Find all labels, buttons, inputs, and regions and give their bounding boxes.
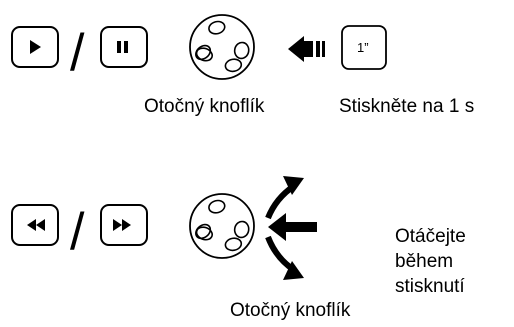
- fast-forward-icon: [113, 219, 131, 231]
- rotate-line-1: Otáčejte: [395, 226, 466, 247]
- rotate-arrows-icon: [265, 176, 304, 280]
- separator-slash: /: [70, 24, 85, 82]
- fast-forward-button: [100, 204, 148, 246]
- rotate-instruction: Otáčejte během stisknutí: [395, 224, 466, 299]
- separator-slash-bottom: /: [70, 203, 85, 261]
- pause-button: [100, 26, 148, 68]
- rotate-line-3: stisknutí: [395, 276, 465, 297]
- rotary-knob-icon-bottom: [189, 193, 255, 259]
- play-button: [11, 26, 59, 68]
- rewind-button: [11, 204, 59, 246]
- rotate-line-2: během: [395, 251, 454, 272]
- press-label: Stiskněte na 1 s: [339, 96, 475, 117]
- rotary-knob-icon: [189, 14, 255, 80]
- pause-icon: [117, 41, 128, 53]
- rewind-icon: [27, 219, 45, 231]
- press-arrow-icon-bottom: [268, 213, 317, 241]
- press-duration-text: 1”: [357, 40, 369, 55]
- press-duration-key: 1”: [341, 25, 387, 70]
- knob-label-bottom: Otočný knoflík: [230, 300, 351, 321]
- press-arrow-icon: [288, 36, 325, 62]
- play-icon: [30, 40, 41, 54]
- knob-label: Otočný knoflík: [144, 96, 265, 117]
